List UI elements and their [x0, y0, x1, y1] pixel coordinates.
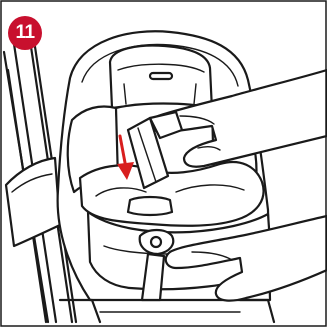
- harness-buckle: [128, 197, 172, 215]
- adjuster-center: [151, 237, 161, 247]
- headrest-slot: [150, 73, 172, 79]
- step-number-badge: 11: [8, 16, 42, 50]
- vehicle-seat-side: [6, 158, 60, 246]
- step-number: 11: [15, 22, 34, 44]
- seat-base: [60, 300, 274, 322]
